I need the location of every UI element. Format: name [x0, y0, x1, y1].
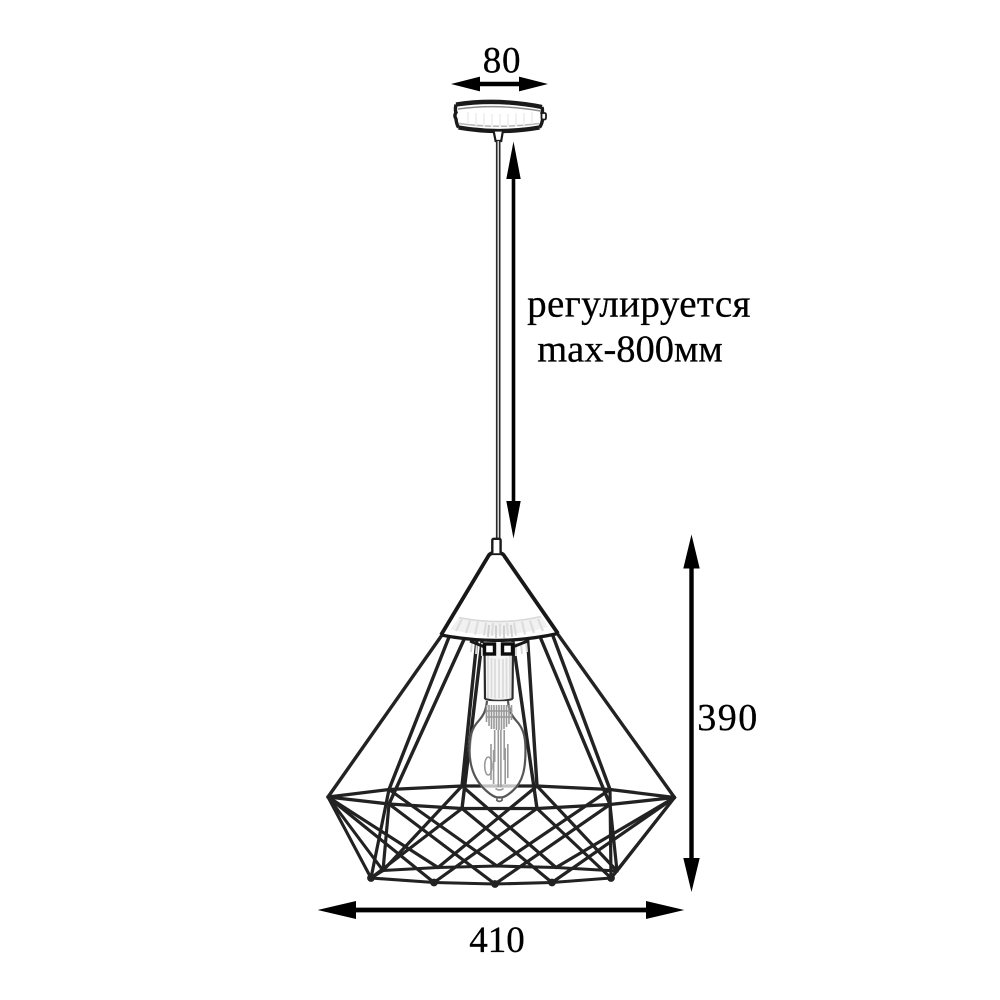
svg-text:390: 390 [697, 697, 759, 739]
svg-text:регулируется: регулируется [527, 283, 751, 326]
svg-text:max-800мм: max-800мм [537, 329, 723, 371]
svg-text:410: 410 [469, 920, 525, 961]
svg-text:80: 80 [483, 41, 522, 82]
